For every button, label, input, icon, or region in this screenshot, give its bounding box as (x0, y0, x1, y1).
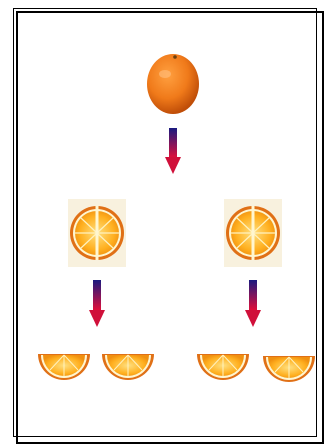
down-arrow-icon (89, 280, 105, 327)
whole-orange (147, 54, 199, 114)
inner-frame (16, 11, 324, 444)
orange-wedge-4 (263, 356, 315, 382)
halved-orange-right (224, 199, 282, 267)
outer-frame (13, 8, 317, 437)
orange-wedge-1 (38, 354, 90, 380)
orange-wedge-2 (102, 354, 154, 380)
orange-wedge-3 (197, 354, 249, 380)
down-arrow-icon (165, 128, 181, 174)
halved-orange-left (68, 199, 126, 267)
down-arrow-icon (245, 280, 261, 327)
